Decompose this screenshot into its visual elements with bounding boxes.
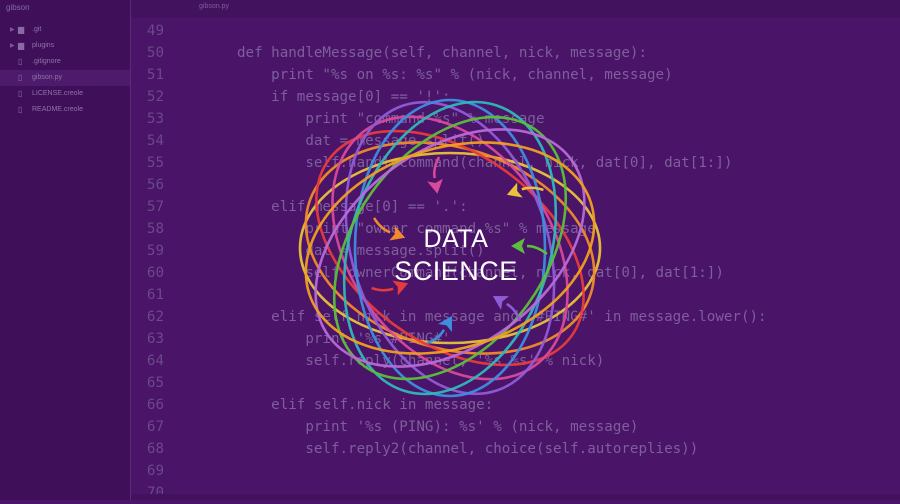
folder-icon: ▆ — [18, 41, 25, 50]
tree-item-plugins[interactable]: ▶ ▆ plugins — [0, 38, 130, 54]
line-number: 65 — [146, 375, 164, 391]
project-title: gibson — [6, 3, 30, 12]
line-number: 51 — [146, 67, 164, 83]
tree-item-label: .git — [32, 26, 42, 33]
line-number: 56 — [146, 177, 164, 193]
logo-orbit — [315, 129, 585, 367]
file-icon: ▯ — [18, 105, 23, 114]
code-text: print '%s (PING): %s' % (nick, message) — [237, 419, 639, 435]
code-text: elif self.nick in message: — [237, 397, 494, 413]
line-number: 62 — [146, 309, 164, 325]
code-text: elif message[0] == '.': — [237, 199, 468, 215]
arrow-icon — [372, 217, 406, 241]
code-text: def handleMessage(self, channel, nick, m… — [237, 45, 647, 61]
status-bar — [131, 494, 900, 500]
folder-icon: ▆ — [18, 25, 25, 34]
logo-orbit — [353, 98, 547, 398]
tree-item-label: README.creole — [32, 106, 83, 113]
arrow-icon — [427, 156, 443, 194]
tree-item-label: LICENSE.creole — [32, 90, 83, 97]
line-number: 67 — [146, 419, 164, 435]
line-number: 63 — [146, 331, 164, 347]
file-icon: ▯ — [18, 73, 23, 82]
tree-item-label: gibson.py — [32, 74, 62, 81]
line-number: 64 — [146, 353, 164, 369]
file-icon: ▯ — [18, 89, 23, 98]
tree-item-readme[interactable]: ▯ README.creole — [0, 102, 130, 118]
logo-orbit — [314, 128, 586, 368]
file-sidebar: gibson ▶ ▆ .git ▶ ▆ plugins ▯ .gitignore… — [0, 0, 131, 500]
logo-orbit — [304, 141, 596, 355]
tree-item-label: plugins — [32, 42, 55, 49]
arrow-icon — [426, 315, 452, 345]
tree-item-license[interactable]: ▯ LICENSE.creole — [0, 86, 130, 102]
tree-item-label: .gitignore — [32, 58, 61, 65]
chevron-right-icon[interactable]: ▶ — [10, 27, 15, 33]
line-number: 54 — [146, 133, 164, 149]
line-number: 70 — [146, 485, 164, 501]
line-number: 66 — [146, 397, 164, 413]
line-number: 52 — [146, 89, 164, 105]
tab-gibson-py[interactable]: gibson.py — [199, 3, 229, 10]
arrow-icon — [492, 296, 522, 322]
tree-item-git[interactable]: ▶ ▆ .git — [0, 22, 130, 38]
line-number: 58 — [146, 221, 164, 237]
line-number: 55 — [146, 155, 164, 171]
line-number: 59 — [146, 243, 164, 259]
arrow-icon — [371, 280, 409, 296]
line-number: 61 — [146, 287, 164, 303]
arrow-icon — [511, 238, 548, 255]
logo-orbit — [332, 115, 568, 381]
code-text: self.ownerCommand(channel, nick, dat[0],… — [237, 265, 724, 281]
tree-item-gibson-py[interactable]: ▯ gibson.py — [0, 70, 130, 86]
line-number: 53 — [146, 111, 164, 127]
arrow-icon — [506, 182, 544, 198]
data-science-logo — [298, 98, 602, 398]
logo-title-science: SCIENCE — [394, 256, 518, 286]
chevron-right-icon[interactable]: ▶ — [10, 43, 15, 49]
line-number: 60 — [146, 265, 164, 281]
logo-orbit — [304, 141, 596, 355]
line-number: 57 — [146, 199, 164, 215]
logo-orbit — [298, 151, 602, 345]
line-number: 49 — [146, 23, 164, 39]
tree-item-gitignore[interactable]: ▯ .gitignore — [0, 54, 130, 70]
logo-title-data: DATA — [423, 225, 489, 253]
line-number: 50 — [146, 45, 164, 61]
file-tree: ▶ ▆ .git ▶ ▆ plugins ▯ .gitignore ▯ gibs… — [0, 22, 130, 118]
code-text: print "%s on %s: %s" % (nick, channel, m… — [237, 67, 673, 83]
line-number: 69 — [146, 463, 164, 479]
tab-bar: gibson.py — [131, 0, 900, 18]
line-number: 68 — [146, 441, 164, 457]
code-text: self.reply2(channel, choice(self.autorep… — [237, 441, 699, 457]
file-icon: ▯ — [18, 57, 23, 66]
